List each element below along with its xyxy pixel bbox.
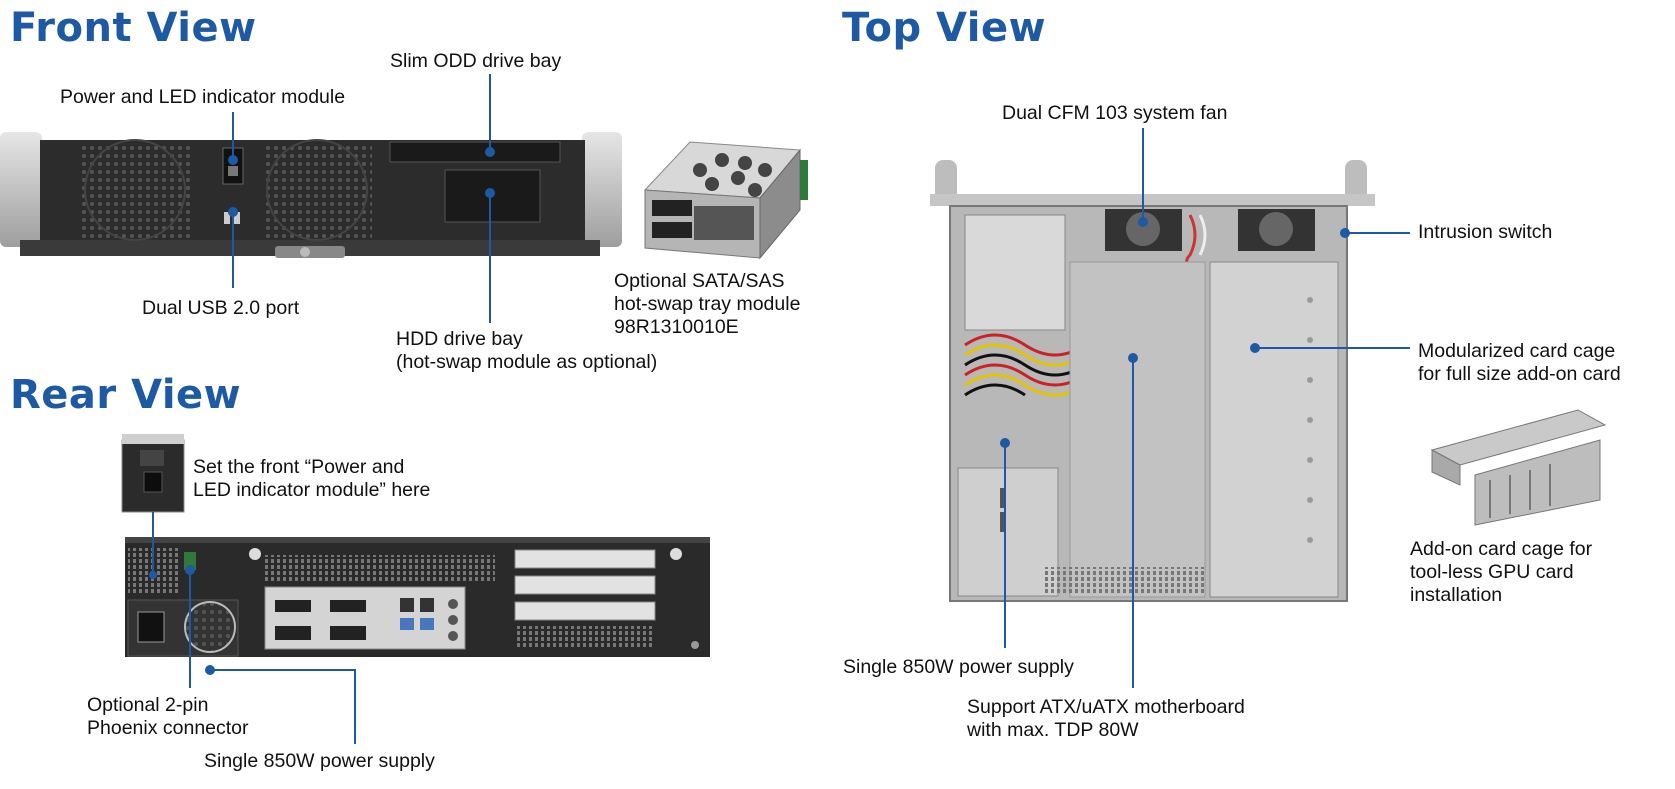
rear-view-title: Rear View (10, 372, 242, 418)
label-hdd-bay-line1: HDD drive bay (396, 328, 523, 350)
label-card-cage-line2: for full size add-on card (1418, 363, 1621, 385)
leader-lines (149, 74, 1410, 744)
label-motherboard-line2: with max. TDP 80W (967, 719, 1139, 741)
label-set-front-module: Set the front “Power and LED indicator m… (193, 456, 430, 502)
label-top-psu: Single 850W power supply (843, 656, 1074, 678)
label-sata-module: Optional SATA/SAS hot-swap tray module 9… (614, 270, 800, 339)
label-set-front-line1: Set the front “Power and (193, 456, 405, 478)
label-dual-usb: Dual USB 2.0 port (142, 297, 300, 319)
label-system-fan: Dual CFM 103 system fan (1002, 102, 1228, 124)
rear-chassis-image (125, 537, 710, 657)
top-view-title: Top View (842, 5, 1047, 51)
label-card-cage-line1: Modularized card cage (1418, 340, 1616, 362)
label-card-cage: Modularized card cage for full size add-… (1418, 340, 1621, 386)
label-motherboard-line1: Support ATX/uATX motherboard (967, 696, 1245, 718)
label-set-front-line2: LED indicator module” here (193, 479, 431, 501)
label-motherboard: Support ATX/uATX motherboard with max. T… (967, 696, 1245, 742)
label-sata-line3: 98R1310010E (614, 316, 739, 338)
label-addon-line2: tool-less GPU card (1410, 561, 1574, 583)
label-rear-psu: Single 850W power supply (204, 750, 435, 772)
label-phoenix-line2: Phoenix connector (87, 717, 249, 739)
label-sata-line2: hot-swap tray module (614, 293, 801, 315)
label-addon-line1: Add-on card cage for (1410, 538, 1593, 560)
addon-card-cage-image (1430, 409, 1607, 526)
label-phoenix-line1: Optional 2-pin (87, 694, 209, 716)
label-addon-line3: installation (1410, 584, 1503, 606)
top-chassis-image (930, 160, 1375, 602)
label-intrusion-switch: Intrusion switch (1418, 221, 1553, 243)
rear-power-led-module-image (121, 434, 185, 513)
front-view-title: Front View (10, 5, 257, 51)
label-slim-odd-bay: Slim ODD drive bay (390, 50, 562, 72)
sata-tray-image (643, 141, 808, 260)
label-sata-line1: Optional SATA/SAS (614, 270, 785, 292)
front-chassis-image (0, 132, 622, 258)
label-hdd-bay: HDD drive bay (hot-swap module as option… (396, 328, 657, 374)
label-hdd-bay-line2: (hot-swap module as optional) (396, 351, 658, 373)
label-power-led-module: Power and LED indicator module (60, 86, 346, 108)
label-addon-cage: Add-on card cage for tool-less GPU card … (1410, 538, 1592, 607)
label-phoenix-connector: Optional 2-pin Phoenix connector (87, 694, 249, 740)
